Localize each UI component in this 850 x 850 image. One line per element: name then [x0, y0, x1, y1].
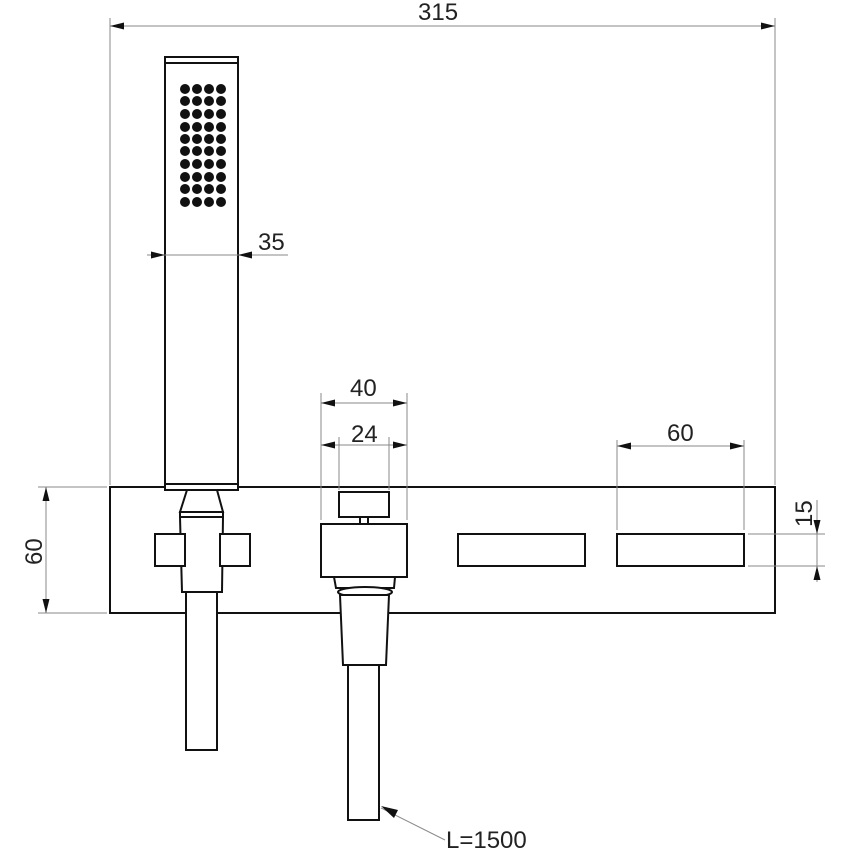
dimension-label-15: 15: [791, 500, 818, 527]
hand-shower-holder: [154, 483, 251, 751]
holder-hose: [185, 591, 218, 751]
dimension-label-60-plate: 60: [21, 538, 48, 565]
dimension-handshower-width: 35: [147, 229, 288, 259]
outlet-hose: [347, 664, 380, 821]
dimension-label-35: 35: [258, 229, 285, 256]
dimension-label-24: 24: [351, 421, 378, 448]
hand-shower: [164, 56, 239, 491]
hose-length-label: L=1500: [446, 827, 527, 850]
control-slot-2: [616, 533, 745, 567]
dimension-overall-width: 315: [109, 0, 776, 485]
dimension-slot-height: 15: [748, 500, 825, 582]
dimension-label-40: 40: [350, 375, 377, 402]
dimension-slot-width: 60: [616, 420, 745, 530]
hose-length-leader: L=1500: [380, 806, 527, 850]
dimension-outlet: 40 24: [320, 375, 408, 520]
dimension-label-315: 315: [418, 0, 458, 26]
dimension-plate-height: 60: [21, 486, 107, 614]
spout-outlet: [320, 491, 408, 821]
nozzle-grid: [180, 84, 226, 207]
control-slot-1: [457, 533, 586, 567]
dimension-label-60-slot: 60: [667, 420, 694, 447]
